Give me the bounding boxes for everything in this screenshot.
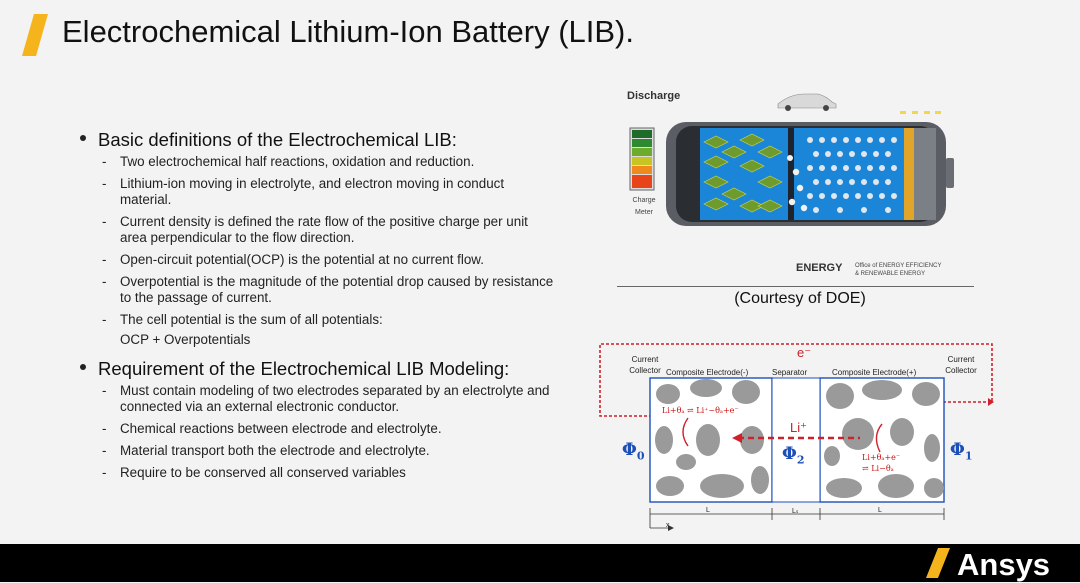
phi0-subscript: 0 — [636, 449, 645, 463]
lithium-ions — [787, 155, 808, 212]
label-text: Current Collector — [629, 355, 661, 375]
reaction-arrow-negative — [682, 417, 689, 447]
sub-item: -Current density is defined the rate flo… — [102, 214, 528, 245]
bullet-basic-definitions: Basic definitions of the Electrochemical… — [78, 128, 558, 347]
bullet-dot — [80, 135, 86, 141]
charge-meter-label-line: Charge — [632, 197, 656, 204]
discharge-figure: Discharge — [600, 82, 975, 292]
ansys-logo-text: Ansys — [957, 547, 1051, 582]
bullet-list: Basic definitions of the Electrochemical… — [78, 128, 558, 487]
dimension-lines — [649, 508, 945, 529]
sub-item-text: The cell potential is the sum of all pot… — [120, 312, 383, 327]
charge-meter-label: Charge Meter — [624, 195, 664, 219]
ansys-logo: Ansys — [924, 544, 1064, 582]
sub-item: -Must contain modeling of two electrodes… — [102, 383, 550, 414]
reaction-line: Li+θₐ+e⁻ — [862, 453, 901, 462]
sub-item-text: Lithium-ion moving in electrolyte, and e… — [120, 176, 505, 207]
charge-meter — [629, 127, 655, 191]
reaction-line: ⇌ Li−θₐ — [862, 464, 894, 473]
phi1-subscript: 1 — [964, 449, 973, 463]
formula-text: OCP + Overpotentials — [120, 332, 251, 347]
dim-l-neg: L — [706, 507, 710, 514]
sub-item: -Two electrochemical half reactions, oxi… — [102, 154, 475, 169]
doe-office-text: Office of ENERGY EFFICIENCY & RENEWABLE … — [855, 262, 965, 278]
doe-logo-text: ENERGY — [796, 262, 843, 274]
sub-item-text: Open-circuit potential(OCP) is the poten… — [120, 252, 484, 267]
lithium-ion-label: Li⁺ — [790, 420, 807, 435]
page-title: Electrochemical Lithium-Ion Battery (LIB… — [62, 14, 634, 49]
label-text: Current Collector — [945, 355, 977, 375]
negative-particles — [655, 379, 769, 498]
electron-label: e⁻ — [797, 345, 812, 360]
sub-item-text: Material transport both the electrode an… — [120, 443, 430, 458]
current-collector-right-label: Current Collector — [940, 354, 982, 376]
phi2-subscript: 2 — [796, 453, 805, 467]
x-axis-arrow — [668, 525, 674, 531]
title-accent-bar — [22, 14, 48, 56]
sub-list: -Must contain modeling of two electrodes… — [98, 383, 558, 481]
separator-label: Separator — [772, 368, 808, 377]
sub-item-text: Must contain modeling of two electrodes … — [120, 383, 550, 414]
cathode-material — [807, 137, 897, 213]
bullet-heading: Basic definitions of the Electrochemical… — [98, 129, 457, 150]
dim-x: x — [666, 522, 670, 529]
sub-item-text: Require to be conserved all conserved va… — [120, 465, 406, 480]
battery-illustration — [629, 93, 954, 226]
sub-item: -Material transport both the electrode a… — [102, 443, 430, 458]
doe-office-line: Office of ENERGY EFFICIENCY — [855, 263, 942, 269]
bullet-heading: Requirement of the Electrochemical LIB M… — [98, 358, 510, 379]
positive-particles — [824, 380, 944, 498]
car-icon — [777, 93, 837, 111]
sub-item: -Chemical reactions between electrode an… — [102, 421, 442, 436]
sub-item: -Require to be conserved all conserved v… — [102, 465, 406, 480]
external-circuit — [599, 343, 993, 417]
bullet-dot — [80, 364, 86, 370]
sub-item: -Overpotential is the magnitude of the p… — [102, 274, 554, 305]
discharge-label: Discharge — [627, 90, 681, 102]
dim-l-sep: Lₛ — [792, 508, 799, 515]
current-flow-dashes — [900, 111, 941, 114]
sub-list: -Two electrochemical half reactions, oxi… — [98, 154, 558, 328]
divider — [617, 286, 974, 287]
doe-office-line: & RENEWABLE ENERGY — [855, 271, 926, 277]
sub-item-text: Chemical reactions between electrode and… — [120, 421, 442, 436]
current-collector-left-label: Current Collector — [624, 354, 666, 376]
anode-material — [703, 133, 783, 213]
phi0-label: Φ0 — [622, 440, 645, 463]
circuit-arrow — [988, 398, 994, 406]
bullet-modeling-requirement: Requirement of the Electrochemical LIB M… — [78, 357, 558, 481]
sub-item: -Open-circuit potential(OCP) is the pote… — [102, 252, 484, 267]
sub-item: -Lithium-ion moving in electrolyte, and … — [102, 176, 505, 207]
cell-schematic — [599, 343, 994, 531]
cell-diagram: Current Collector Composite Electrode(-)… — [596, 336, 1000, 536]
phi2-label: Φ2 — [782, 444, 805, 467]
sub-item-text: Two electrochemical half reactions, oxid… — [120, 154, 475, 169]
figure-caption: (Courtesy of DOE) — [734, 290, 866, 307]
sub-item: -The cell potential is the sum of all po… — [102, 312, 383, 327]
separator-box — [771, 377, 821, 503]
lithium-flux-arrow — [732, 433, 860, 443]
footer-bar — [0, 544, 1080, 582]
reaction-negative: Li+θₐ ⇌ Li⁺−θₐ+e⁻ — [662, 406, 739, 415]
sub-item-text: Overpotential is the magnitude of the po… — [120, 274, 554, 305]
sub-item-text: Current density is defined the rate flow… — [120, 214, 528, 245]
reaction-positive: Li+θₐ+e⁻ ⇌ Li−θₐ — [862, 452, 900, 474]
phi1-label: Φ1 — [950, 440, 973, 463]
charge-meter-label-line: Meter — [635, 209, 653, 216]
dim-l-pos: L — [878, 507, 882, 514]
electrode-positive-label: Composite Electrode(+) — [832, 368, 917, 377]
electrode-negative-label: Composite Electrode(-) — [666, 368, 749, 377]
reaction-arrow-positive — [875, 423, 883, 453]
ansys-logo-mark — [926, 548, 950, 578]
